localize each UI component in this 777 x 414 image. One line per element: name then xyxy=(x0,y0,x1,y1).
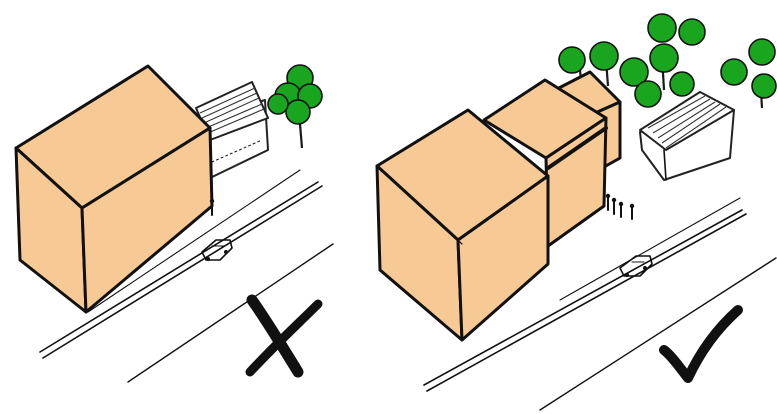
right-trees xyxy=(558,13,777,109)
right-front-building xyxy=(375,108,550,342)
right-street-line-near xyxy=(423,209,747,392)
left-large-building xyxy=(14,64,214,314)
left-trees xyxy=(267,64,323,149)
right-panel xyxy=(375,13,777,411)
right-street-line-far xyxy=(539,257,777,411)
left-street-line-near xyxy=(39,181,323,359)
right-middle-building xyxy=(482,78,608,248)
cross-mark-icon xyxy=(245,294,323,378)
right-sidewalk-line xyxy=(559,197,741,301)
left-street-line-far xyxy=(127,243,334,383)
left-sidewalk-line xyxy=(87,169,301,313)
right-pedestrians xyxy=(605,193,635,220)
left-panel xyxy=(14,64,334,383)
right-building-side xyxy=(456,174,550,342)
left-car xyxy=(201,239,233,261)
right-small-house xyxy=(639,91,735,181)
left-pedestrian xyxy=(209,198,215,216)
left-small-house xyxy=(195,81,269,179)
right-car xyxy=(619,255,653,277)
check-mark-icon xyxy=(659,305,743,383)
